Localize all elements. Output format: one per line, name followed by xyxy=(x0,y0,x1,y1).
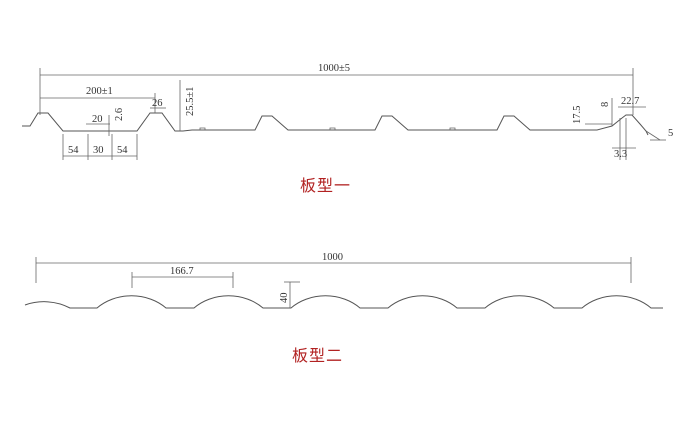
profile-one-micro-rib xyxy=(449,127,456,130)
dim-right-edge-width-label: 22.7 xyxy=(621,96,639,107)
profile-one-caption: 板型一 xyxy=(300,176,352,195)
dim-right-gap-label: 3.3 xyxy=(614,149,627,160)
dim-bottom-mid-label: 30 xyxy=(93,145,104,156)
dim-left-edge-depth-label: 2.6 xyxy=(114,108,125,121)
dim-profile2-height-label: 40 xyxy=(279,293,290,304)
profile-one-outline xyxy=(22,112,649,136)
extension-line xyxy=(645,130,661,141)
profile-two-outline xyxy=(24,295,663,309)
dim-right-edge-height-label: 17.5 xyxy=(572,106,583,124)
dim-right-lip-label: 5 xyxy=(668,128,673,139)
dim-bottom-left-label: 54 xyxy=(68,145,79,156)
dim-bottom-right-label: 54 xyxy=(117,145,128,156)
dim-total-width-label: 1000±5 xyxy=(318,63,350,74)
dim-pitch-label: 200±1 xyxy=(86,86,113,97)
dim-rib-height-label: 25.5±1 xyxy=(185,87,196,116)
dim-left-edge-top-label: 20 xyxy=(92,114,103,125)
profile-two: 1000 166.7 40 xyxy=(24,252,663,309)
dim-profile2-pitch-label: 166.7 xyxy=(170,266,194,277)
dim-rib-top-label: 26 xyxy=(152,98,163,109)
dim-profile2-width-label: 1000 xyxy=(322,252,343,263)
dim-right-edge-depth-label: 8 xyxy=(600,102,611,107)
profile-one: 1000±5 200±1 25.5±1 26 20 2.6 54 30 54 1… xyxy=(22,63,673,160)
profile-one-micro-rib xyxy=(329,127,336,130)
profile-two-caption: 板型二 xyxy=(292,346,344,365)
profile-one-micro-rib xyxy=(199,127,206,130)
